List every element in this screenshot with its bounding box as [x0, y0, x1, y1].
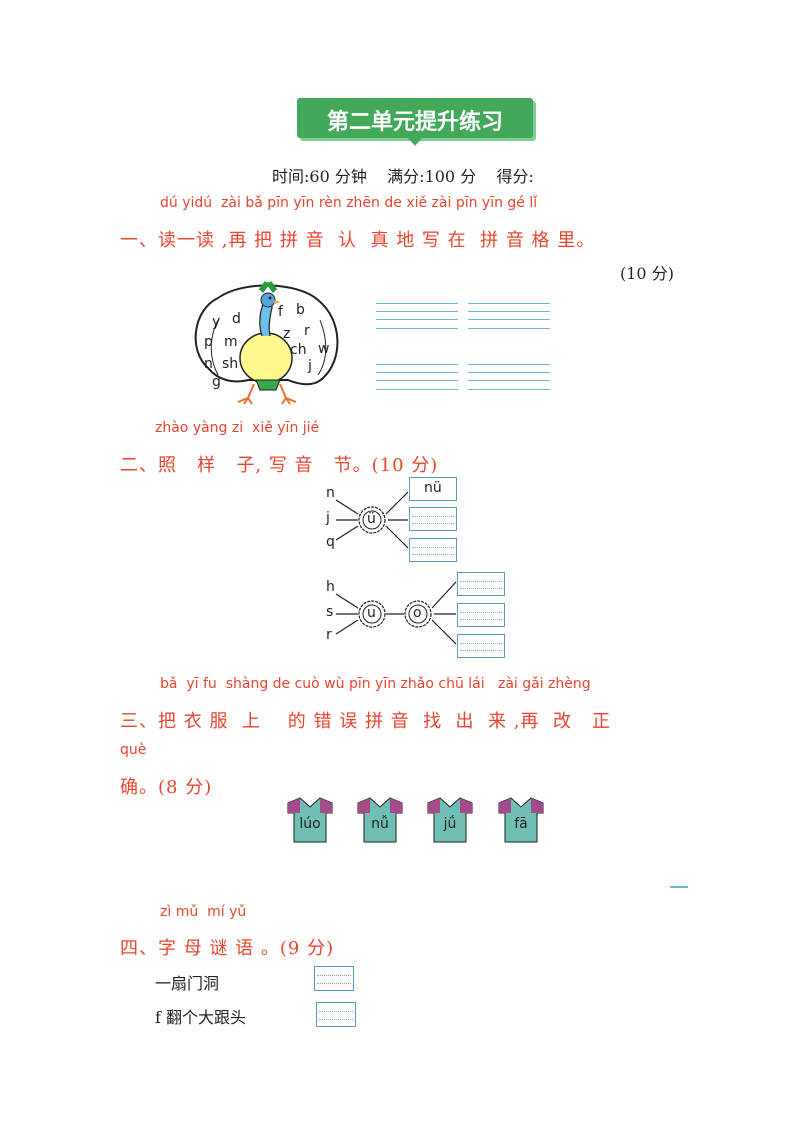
shirt-pinyin: fā: [514, 816, 528, 832]
syllable-answer-box[interactable]: [457, 603, 505, 627]
shirt-card[interactable]: jǘ: [426, 797, 474, 843]
peacock-letter: w: [318, 341, 330, 357]
q3-pinyin: bǎ yī fu shàng de cuò wù pīn yīn zhǎo ch…: [160, 676, 591, 692]
syllable-answer-box[interactable]: [457, 634, 505, 658]
q1-score: (10 分): [620, 264, 674, 283]
shirt-pinyin: nǚ: [371, 816, 389, 832]
header-info: 时间:60 分钟 满分:100 分 得分:: [272, 167, 534, 186]
peacock-letter: j: [308, 358, 312, 374]
q1-pinyin: dú yidú zài bǎ pīn yīn rèn zhēn de xiě z…: [160, 195, 538, 211]
riddle-text: 一扇门洞: [155, 974, 220, 993]
peacock-letter: n: [204, 356, 213, 372]
example-syllable: nü: [424, 480, 442, 496]
shirt-card[interactable]: nǚ: [356, 797, 404, 843]
riddle-answer-box[interactable]: [314, 966, 354, 991]
answer-line-mark: [670, 886, 688, 888]
shirt-icon: [287, 797, 333, 843]
shirt-pinyin: jǘ: [443, 816, 457, 832]
final-letter: o: [413, 605, 422, 621]
pinyin-writing-grid[interactable]: [376, 303, 458, 329]
peacock-letter: f: [278, 304, 283, 320]
shirt-icon: [427, 797, 473, 843]
peacock-letter: r: [304, 323, 310, 339]
peacock-letter: ch: [290, 342, 307, 358]
pinyin-writing-grid[interactable]: [468, 364, 550, 390]
initial-letter: s: [326, 604, 334, 620]
peacock-letter: g: [212, 374, 221, 390]
syllable-diagram: [335, 491, 457, 645]
q4-title: 四、字 母 谜 语 。(9 分): [120, 938, 335, 959]
q4-pinyin: zì mǔ mí yǔ: [160, 904, 247, 920]
peacock-letter: z: [283, 326, 291, 342]
q2-title: 二、照 样 子, 写 音 节。(10 分): [120, 455, 439, 476]
initial-letter: n: [326, 485, 335, 501]
initial-letter: r: [326, 627, 332, 643]
syllable-answer-box[interactable]: [457, 572, 505, 596]
q3-title-continued: 确。(8 分): [120, 777, 213, 798]
peacock-illustration: [194, 281, 339, 405]
pinyin-writing-grid[interactable]: [468, 303, 550, 329]
peacock-letter: p: [204, 334, 213, 350]
shirt-icon: [498, 797, 544, 843]
peacock-letter: y: [212, 314, 221, 330]
syllable-box-example: nü: [409, 477, 457, 501]
banner-pointer: [408, 138, 422, 146]
shirt-card[interactable]: lúo: [286, 797, 334, 843]
q2-pinyin: zhào yàng zi xiě yīn jié: [155, 420, 320, 436]
initial-letter: h: [326, 579, 335, 595]
q3-pinyin-continued: què: [120, 742, 147, 758]
final-letter: ü: [367, 511, 376, 527]
q1-title: 一、读一读 ,再 把 拼 音 认 真 地 写 在 拼 音 格 里。: [120, 230, 596, 251]
syllable-answer-box[interactable]: [409, 507, 457, 531]
peacock-letter: d: [232, 311, 241, 327]
riddle-answer-box[interactable]: [316, 1002, 356, 1027]
title-banner: 第二单元提升练习: [297, 98, 533, 138]
shirt-icon: [357, 797, 403, 843]
initial-letter: j: [326, 510, 330, 526]
peacock-letter: b: [296, 302, 305, 318]
riddle-text: f 翻个大跟头: [155, 1008, 247, 1027]
q3-title: 三、把 衣 服 上 的 错 误 拼 音 找 出 来 ,再 改 正: [120, 711, 612, 732]
initial-letter: q: [326, 534, 335, 550]
pinyin-writing-grid[interactable]: [376, 364, 458, 390]
shirt-card[interactable]: fā: [497, 797, 545, 843]
peacock-letter: sh: [222, 356, 239, 372]
shirt-pinyin: lúo: [299, 816, 321, 832]
peacock-letter: m: [224, 334, 238, 350]
syllable-answer-box[interactable]: [409, 538, 457, 562]
page-title: 第二单元提升练习: [326, 110, 503, 135]
final-letter: u: [367, 605, 376, 621]
